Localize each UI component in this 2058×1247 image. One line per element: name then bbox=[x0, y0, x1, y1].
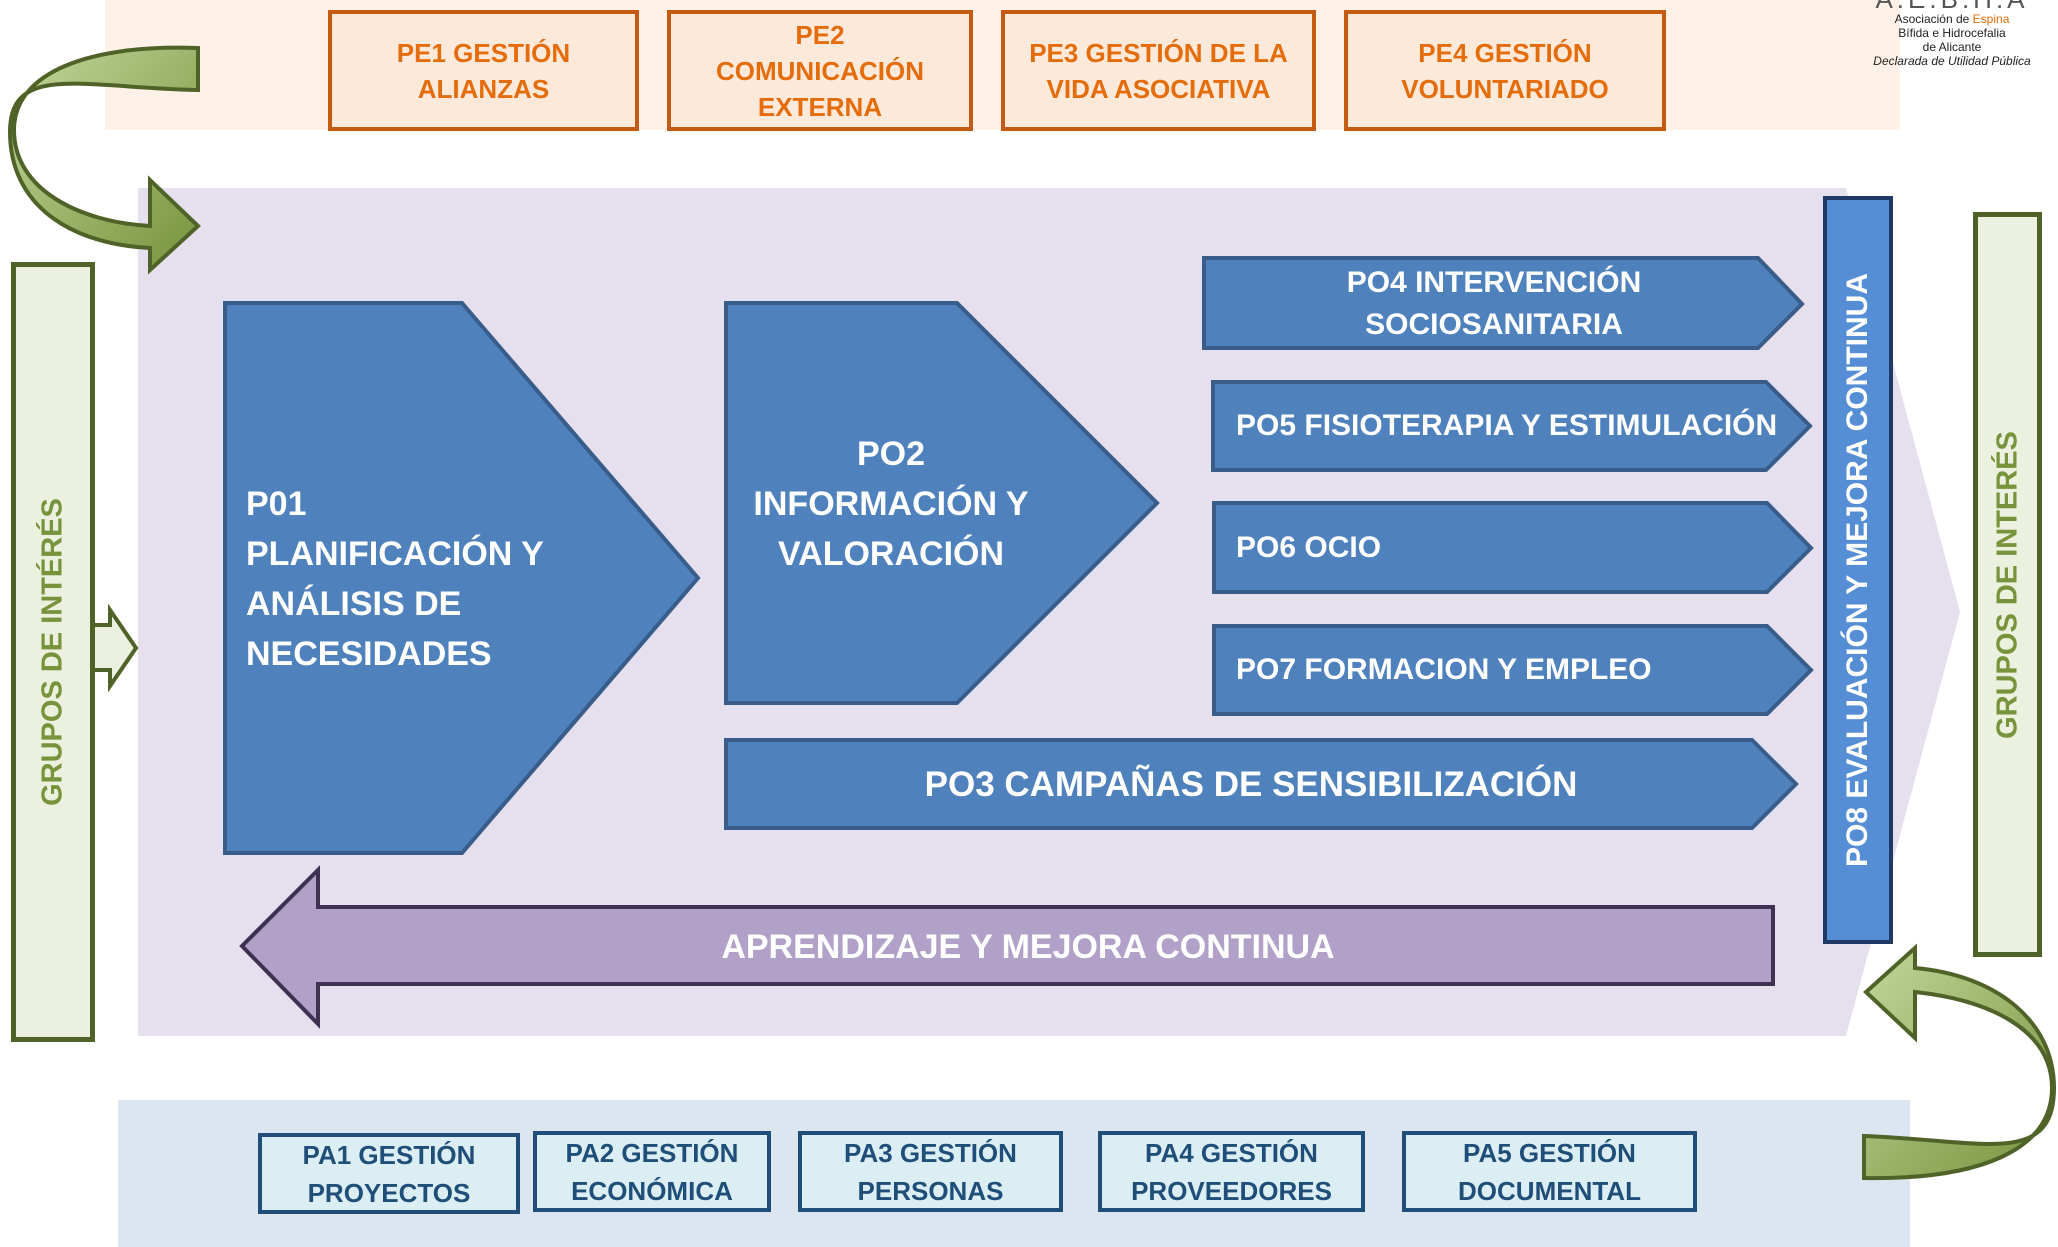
logo-line-2: Bífida e Hidrocefalia bbox=[1898, 26, 2006, 40]
po4-line-1: PO4 INTERVENCIÓN bbox=[1346, 266, 1642, 299]
po2-line-3: VALORACIÓN bbox=[777, 535, 1005, 573]
po2-label[interactable]: PO2 INFORMACIÓN Y VALORACIÓN bbox=[736, 429, 1046, 579]
po2-shape bbox=[724, 301, 1160, 705]
po3-shape bbox=[724, 738, 1799, 830]
curved-arrow-bottom-right bbox=[1862, 943, 2057, 1181]
support-process-pa1[interactable]: PA1 GESTIÓN PROYECTOS bbox=[258, 1133, 520, 1214]
po6-label[interactable]: PO6 OCIO bbox=[1236, 531, 1382, 564]
strategic-process-pe2[interactable]: PE2 COMUNICACIÓN EXTERNA bbox=[667, 10, 973, 131]
po5-label[interactable]: PO5 FISIOTERAPIA Y ESTIMULACIÓN bbox=[1236, 409, 1778, 442]
curved-arrow-top-left bbox=[7, 45, 201, 275]
learning-label[interactable]: APRENDIZAJE Y MEJORA CONTINUA bbox=[721, 928, 1335, 966]
po1-line-1: P01 bbox=[246, 485, 307, 523]
stakeholders-right: GRUPOS DE INTERÉS bbox=[1973, 212, 2042, 957]
po5-shape bbox=[1211, 380, 1813, 472]
po3-label[interactable]: PO3 CAMPAÑAS DE SENSIBILIZACIÓN bbox=[924, 765, 1578, 804]
support-process-pa4[interactable]: PA4 GESTIÓN PROVEEDORES bbox=[1098, 1131, 1365, 1212]
po1-label[interactable]: P01 PLANIFICACIÓN Y ANÁLISIS DE NECESIDA… bbox=[246, 479, 666, 679]
logo-title: A.E.B.H.A bbox=[1846, 0, 2058, 12]
stakeholder-small-arrow bbox=[90, 603, 139, 693]
support-process-pa3[interactable]: PA3 GESTIÓN PERSONAS bbox=[798, 1131, 1063, 1212]
logo-line-4: Declarada de Utilidad Pública bbox=[1873, 54, 2031, 68]
po4-label[interactable]: PO4 INTERVENCIÓN SOCIOSANITARIA bbox=[1204, 262, 1784, 346]
strategic-process-pe1[interactable]: PE1 GESTIÓN ALIANZAS bbox=[328, 10, 639, 131]
po7-label[interactable]: PO7 FORMACION Y EMPLEO bbox=[1236, 653, 1652, 686]
po2-line-2: INFORMACIÓN Y bbox=[753, 485, 1029, 523]
strategic-process-pe4[interactable]: PE4 GESTIÓN VOLUNTARIADO bbox=[1344, 10, 1666, 131]
support-process-pa5[interactable]: PA5 GESTIÓN DOCUMENTAL bbox=[1402, 1131, 1697, 1212]
po4-line-2: SOCIOSANITARIA bbox=[1365, 308, 1623, 341]
po2-line-1: PO2 bbox=[856, 435, 926, 473]
po6-shape bbox=[1212, 501, 1814, 594]
association-logo: A.E.B.H.A Asociación de Espina Bífida e … bbox=[1846, 0, 2058, 70]
po8-label: PO8 EVALUACIÓN Y MEJORA CONTINUA bbox=[1841, 273, 1874, 867]
po1-line-3: ANÁLISIS DE bbox=[246, 585, 462, 623]
stakeholders-right-label: GRUPOS DE INTERÉS bbox=[1991, 430, 2023, 739]
po7-shape bbox=[1212, 624, 1814, 716]
po8-evaluation-box[interactable]: PO8 EVALUACIÓN Y MEJORA CONTINUA bbox=[1823, 196, 1893, 944]
logo-line-1: Asociación de Espina bbox=[1894, 12, 2010, 26]
stakeholders-left-label: GRUPOS DE INTÉRÉS bbox=[36, 498, 69, 806]
logo-line-3: de Alicante bbox=[1922, 40, 1982, 54]
po1-line-2: PLANIFICACIÓN Y bbox=[246, 535, 544, 573]
po1-line-4: NECESIDADES bbox=[246, 635, 492, 673]
po4-shape bbox=[1202, 256, 1805, 350]
learning-arrow-shape bbox=[239, 865, 1775, 1029]
strategic-process-pe3[interactable]: PE3 GESTIÓN DE LA VIDA ASOCIATIVA bbox=[1001, 10, 1316, 131]
stakeholders-left: GRUPOS DE INTÉRÉS bbox=[11, 262, 95, 1042]
po1-shape bbox=[223, 301, 701, 855]
support-process-pa2[interactable]: PA2 GESTIÓN ECONÓMICA bbox=[533, 1131, 771, 1212]
